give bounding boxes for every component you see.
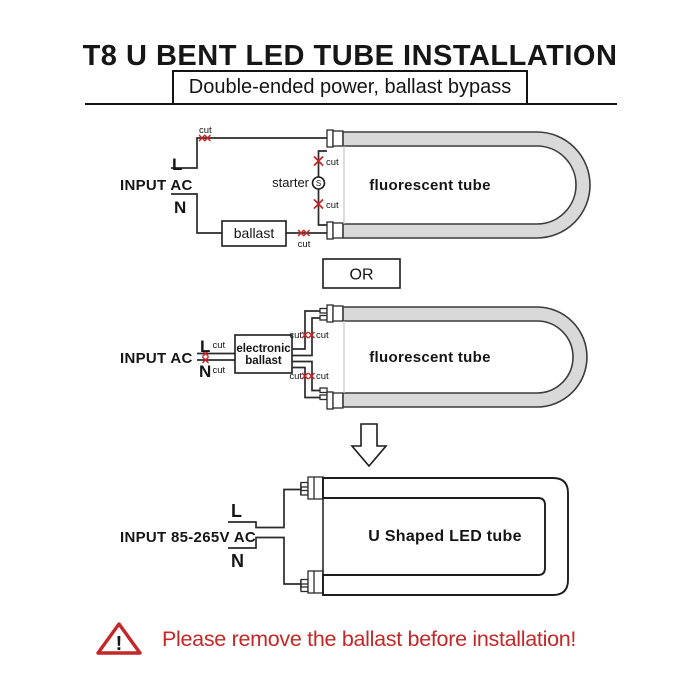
cut-x-icon bbox=[202, 356, 209, 364]
tube-cap bbox=[307, 476, 324, 500]
cut-x-icon bbox=[308, 331, 315, 339]
electronic-ballast-box bbox=[234, 334, 293, 374]
cut-label: cut bbox=[213, 365, 226, 376]
tube-label: fluorescent tube bbox=[369, 177, 490, 194]
electronic-ballast-label: electronic bbox=[236, 343, 291, 355]
line-label: L bbox=[172, 155, 182, 174]
cut-label: cut bbox=[213, 340, 226, 351]
cut-label: cut bbox=[316, 330, 329, 341]
tube-pin bbox=[319, 387, 328, 394]
cut-label: cut bbox=[289, 330, 302, 341]
cut-x-icon bbox=[204, 134, 211, 142]
or-box bbox=[322, 258, 401, 289]
warning-text: Please remove the ballast before install… bbox=[162, 626, 577, 651]
subtitle-text: Double-ended power, ballast bypass bbox=[188, 76, 512, 98]
or-label: OR bbox=[350, 267, 374, 284]
down-arrow-icon bbox=[350, 423, 388, 468]
wire-live bbox=[228, 488, 301, 529]
cut-x-icon bbox=[198, 134, 206, 142]
tube-pin bbox=[319, 314, 328, 321]
tube-pin bbox=[300, 578, 309, 585]
wire-output bbox=[292, 366, 320, 399]
tube-pin bbox=[319, 394, 328, 401]
cut-x-icon bbox=[313, 156, 324, 166]
warning-exclamation: ! bbox=[116, 633, 123, 655]
neutral-label: N bbox=[174, 198, 186, 217]
input-label: INPUT AC bbox=[120, 177, 193, 194]
neutral-label: N bbox=[231, 551, 244, 571]
starter-symbol: S bbox=[316, 179, 321, 188]
tube-pin bbox=[319, 307, 328, 314]
tube-cap bbox=[332, 305, 344, 322]
warning-triangle-icon: ! bbox=[96, 622, 142, 655]
warning-banner: ! Please remove the ballast before insta… bbox=[95, 620, 576, 658]
electronic-ballast-label: ballast bbox=[245, 355, 282, 367]
cut-label: cut bbox=[326, 200, 339, 211]
cut-label: cut bbox=[199, 125, 212, 136]
diagram-led-tube: L INPUT 85-265V AC N U Shaped LED tube bbox=[120, 476, 569, 596]
tube-cap bbox=[332, 392, 344, 409]
tube-cap bbox=[326, 221, 334, 240]
cut-x-icon bbox=[202, 350, 209, 357]
wire-neutral bbox=[228, 536, 301, 585]
tube-cap bbox=[326, 304, 334, 323]
warning-triangle bbox=[96, 622, 142, 655]
wire-neutral bbox=[171, 193, 222, 234]
cut-label: cut bbox=[326, 157, 339, 168]
line-label: L bbox=[200, 337, 210, 356]
tube-cap bbox=[326, 129, 334, 148]
neutral-label: N bbox=[199, 362, 211, 381]
input-label: INPUT AC bbox=[120, 350, 193, 367]
header-divider bbox=[85, 103, 617, 105]
fluorescent-tube bbox=[342, 306, 588, 408]
wire-output bbox=[292, 317, 320, 357]
or-divider: OR bbox=[322, 258, 401, 289]
input-label: INPUT 85-265V AC bbox=[120, 529, 256, 546]
tube-pin bbox=[300, 489, 309, 496]
tube-cap bbox=[307, 570, 324, 594]
cut-x-icon bbox=[303, 229, 310, 237]
starter-label: starter bbox=[272, 175, 310, 190]
diagram-ballast-starter: cut L INPUT AC N ballast cut cut cut sta… bbox=[120, 125, 591, 250]
cut-x-icon bbox=[301, 331, 309, 339]
cut-x-icon bbox=[297, 229, 305, 237]
diagram-electronic-ballast: INPUT AC L cut N cut electronic ballast … bbox=[120, 304, 588, 410]
tube-cap bbox=[326, 391, 334, 410]
cut-label: cut bbox=[316, 371, 329, 382]
cut-x-icon bbox=[313, 199, 324, 209]
cut-x-icon bbox=[308, 372, 315, 380]
line-label: L bbox=[231, 501, 242, 521]
ballast-label: ballast bbox=[234, 225, 275, 241]
tube-cap bbox=[332, 222, 344, 239]
ballast-box bbox=[221, 220, 287, 247]
cut-label: cut bbox=[298, 239, 311, 250]
wire-live bbox=[171, 137, 327, 169]
tube-cap bbox=[332, 130, 344, 147]
wire-output bbox=[292, 310, 320, 350]
fluorescent-tube bbox=[342, 131, 591, 239]
tube-pin bbox=[300, 586, 309, 593]
tube-pin bbox=[300, 481, 309, 488]
tube-label: fluorescent tube bbox=[369, 349, 490, 366]
cut-x-icon bbox=[301, 372, 309, 380]
starter-circle-icon bbox=[311, 176, 326, 190]
page-title: T8 U BENT LED TUBE INSTALLATION bbox=[82, 40, 618, 72]
tube-label: U Shaped LED tube bbox=[368, 528, 522, 545]
cut-label: cut bbox=[289, 371, 302, 382]
